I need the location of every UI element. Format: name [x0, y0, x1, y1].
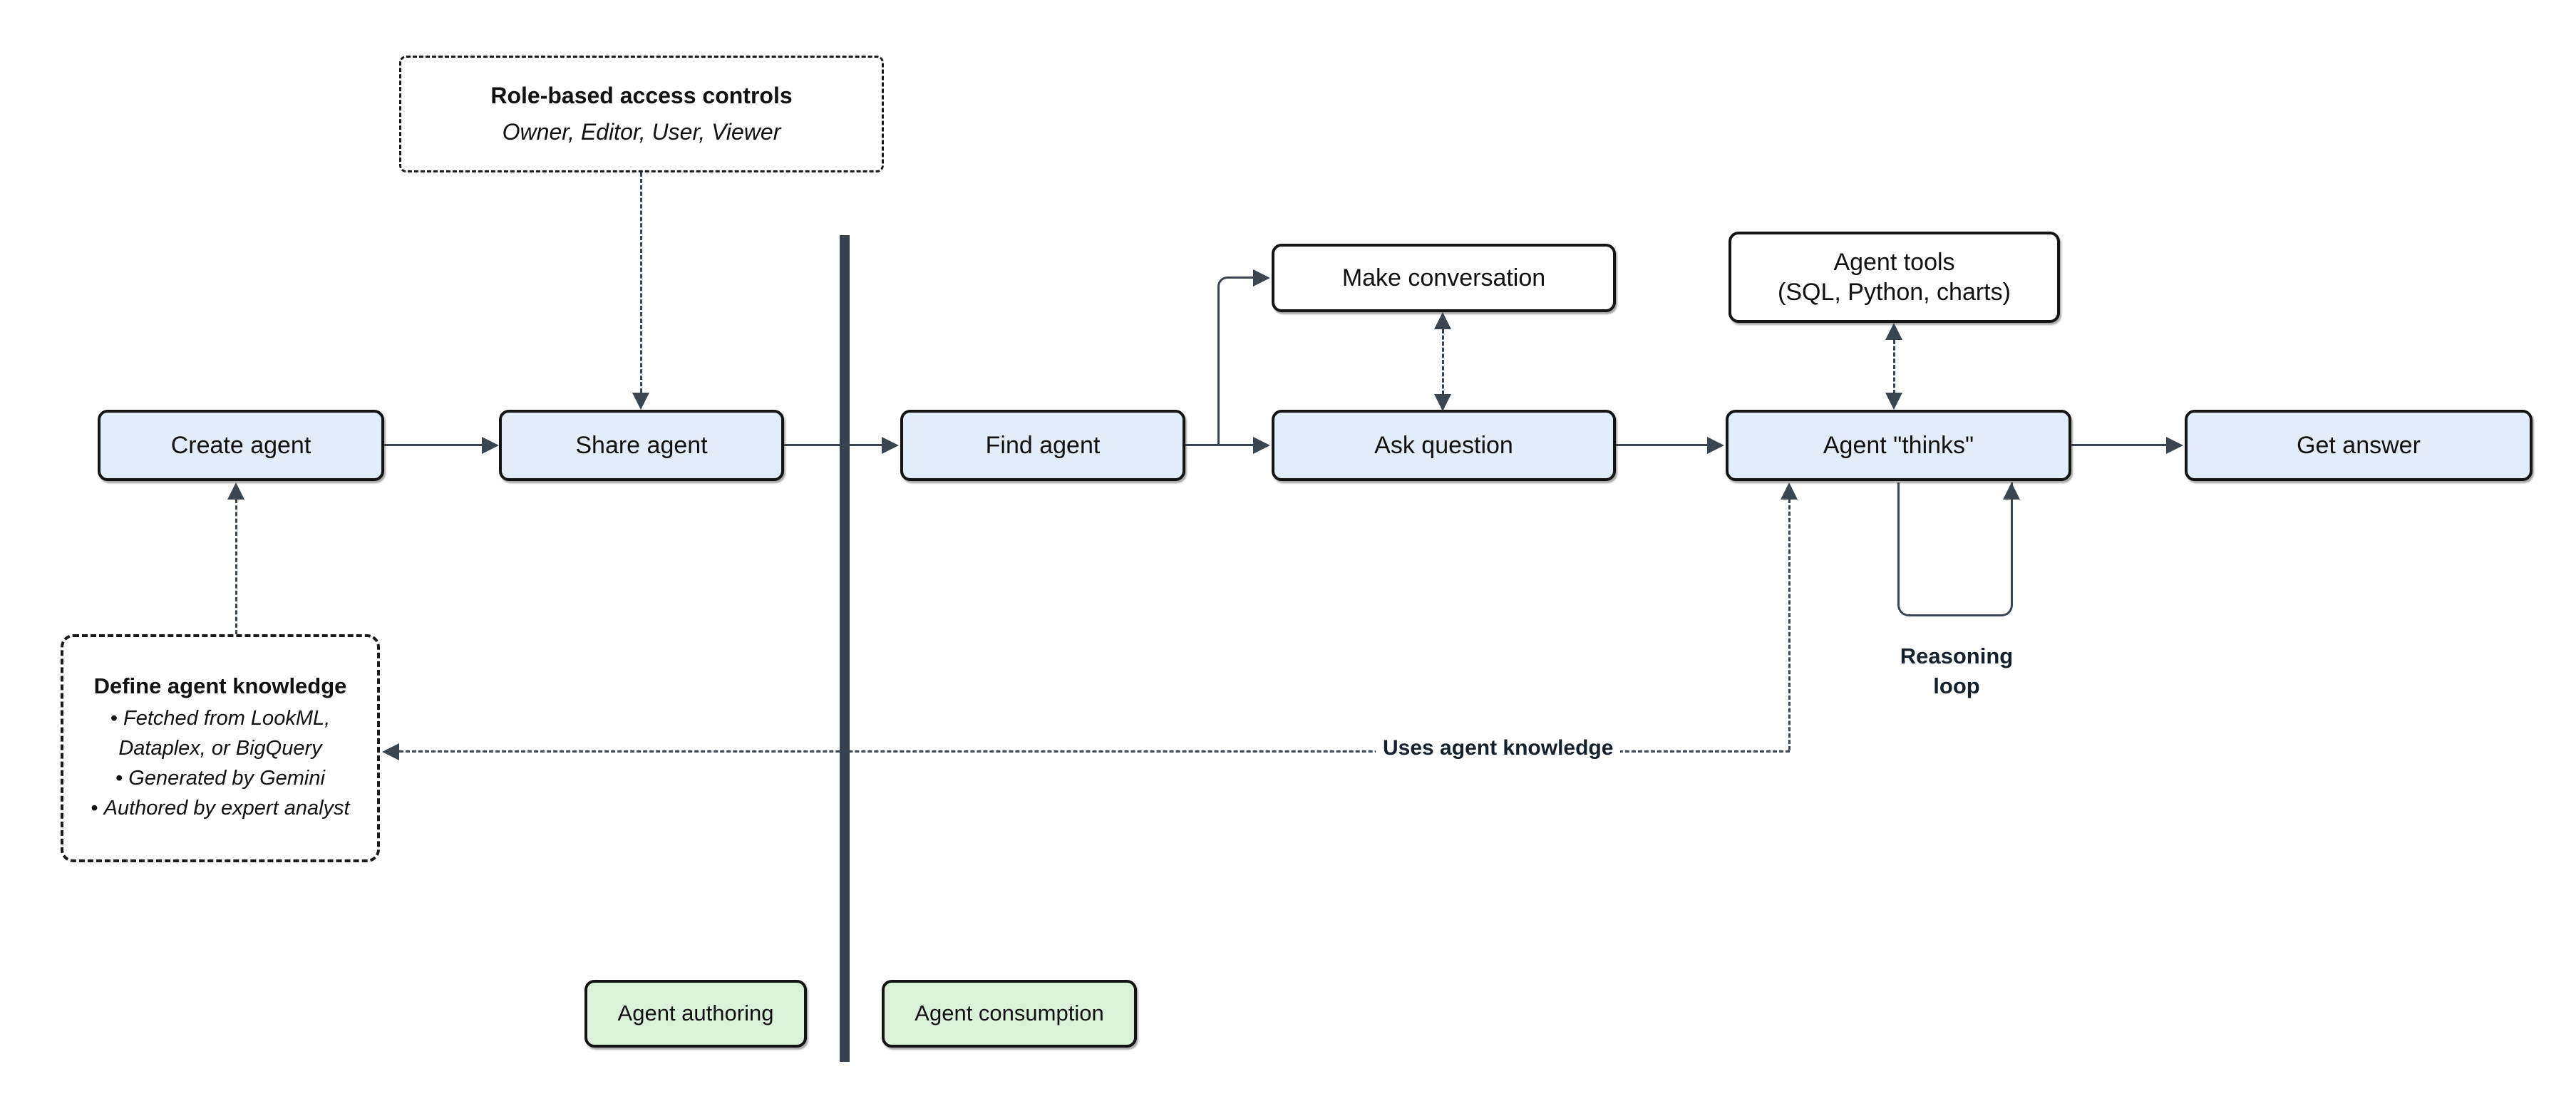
node-agent-tools-line2: (SQL, Python, charts) [1778, 279, 2011, 306]
reasoning-loop-connector [1897, 482, 2013, 616]
arrowhead-into-ask-question-top [1434, 394, 1451, 411]
reasoning-loop-label-line2: loop [1933, 673, 1980, 698]
connector-find-to-make-conversation [1217, 276, 1262, 445]
arrowhead-into-create-agent-bottom [227, 482, 244, 500]
arrowhead-into-agent-thinks-top [1885, 393, 1902, 410]
arrowhead-into-share-agent [482, 437, 499, 454]
define-knowledge-bullet: Authored by expert analyst [74, 793, 366, 823]
zone-agent-consumption-text: Agent consumption [915, 1001, 1104, 1026]
connector-share-to-find [784, 444, 884, 446]
connector-make-ask-twoway [1442, 329, 1444, 395]
connector-define-to-create [235, 499, 237, 634]
node-get-answer-label: Get answer [2297, 431, 2421, 459]
node-ask-question-label: Ask question [1374, 431, 1513, 459]
node-find-agent: Find agent [900, 410, 1185, 481]
arrowhead-reasoning-loop-return [2003, 482, 2020, 500]
node-make-conversation: Make conversation [1272, 244, 1616, 312]
arrowhead-into-agent-tools-bottom [1885, 323, 1902, 340]
define-knowledge-bullet-list: Fetched from LookML, Dataplex, or BigQue… [74, 703, 366, 823]
connector-uses-knowledge-horizontal [399, 750, 1790, 753]
node-create-agent-label: Create agent [170, 431, 311, 459]
node-find-agent-label: Find agent [985, 431, 1101, 459]
node-share-agent: Share agent [499, 410, 784, 481]
node-agent-tools: Agent tools (SQL, Python, charts) [1729, 232, 2060, 323]
node-ask-question: Ask question [1272, 410, 1616, 481]
connector-rbac-to-share [640, 172, 642, 393]
zone-label-agent-consumption: Agent consumption [882, 980, 1137, 1048]
arrowhead-into-make-conversation-bottom [1434, 312, 1451, 329]
uses-agent-knowledge-label: Uses agent knowledge [1376, 736, 1621, 760]
node-agent-thinks-label: Agent "thinks" [1823, 431, 1974, 459]
node-create-agent: Create agent [98, 410, 384, 481]
connector-uses-knowledge-vertical [1788, 499, 1791, 750]
zone-label-agent-authoring: Agent authoring [584, 980, 807, 1048]
node-make-conversation-label: Make conversation [1341, 264, 1546, 291]
rbac-note-subtitle: Owner, Editor, User, Viewer [502, 119, 781, 145]
arrowhead-into-share-agent-top [632, 393, 649, 410]
arrowhead-into-define-knowledge-box [382, 743, 399, 760]
define-knowledge-bullet: Fetched from LookML, Dataplex, or BigQue… [74, 703, 366, 763]
arrowhead-into-find-agent [882, 437, 899, 454]
arrowhead-into-get-answer [2166, 437, 2183, 454]
authoring-consumption-divider [840, 235, 850, 1062]
reasoning-loop-label-line1: Reasoning [1900, 644, 2014, 668]
connector-ask-to-thinks [1616, 444, 1710, 446]
zone-agent-authoring-text: Agent authoring [617, 1001, 774, 1026]
rbac-note-title: Role-based access controls [490, 83, 793, 108]
define-knowledge-title: Define agent knowledge [93, 673, 347, 698]
node-agent-thinks: Agent "thinks" [1726, 410, 2071, 481]
node-agent-tools-line1: Agent tools [1833, 248, 1955, 276]
arrowhead-into-agent-thinks-bottom-left [1781, 482, 1798, 500]
arrowhead-into-agent-thinks [1707, 437, 1724, 454]
rbac-note-box: Role-based access controls Owner, Editor… [399, 56, 884, 172]
define-knowledge-note-box: Define agent knowledge Fetched from Look… [61, 634, 380, 862]
node-get-answer: Get answer [2185, 410, 2533, 481]
define-knowledge-bullet: Generated by Gemini [74, 763, 366, 793]
connector-tools-thinks-twoway [1893, 340, 1895, 394]
reasoning-loop-label: Reasoning loop [1867, 641, 2046, 701]
arrowhead-into-make-conversation [1253, 269, 1270, 286]
connector-thinks-to-answer [2071, 444, 2169, 446]
connector-create-to-share [384, 444, 484, 446]
node-share-agent-label: Share agent [575, 431, 708, 459]
